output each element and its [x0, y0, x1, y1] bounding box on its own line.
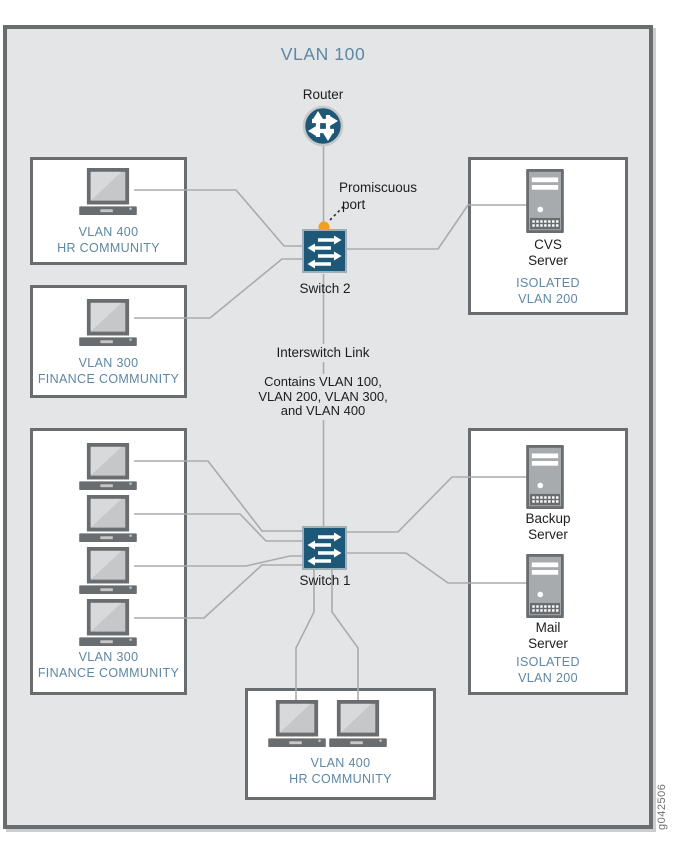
diagram-title: VLAN 100	[280, 44, 366, 64]
promiscuous-port-label: Promiscuous port	[339, 180, 418, 212]
computer-icon	[268, 700, 326, 748]
finance-bottom-group-label: VLAN 300 FINANCE COMMUNITY	[37, 650, 180, 680]
computer-icon	[79, 443, 137, 491]
hr-bottom-group-label: VLAN 400 HR COMMUNITY	[289, 756, 392, 786]
computer-icon	[329, 700, 387, 748]
mail-server-label: Mail Server	[528, 620, 568, 651]
computer-icon	[79, 299, 137, 347]
interswitch-link-label: Interswitch Link	[271, 344, 375, 362]
servers-isolated-vlan-label: ISOLATED VLAN 200	[516, 655, 580, 685]
computer-icon	[79, 547, 137, 595]
computer-icon	[79, 168, 137, 216]
cvs-isolated-vlan-label: ISOLATED VLAN 200	[516, 276, 580, 306]
cvs-server-label: CVS Server	[528, 237, 568, 268]
router-label: Router	[302, 87, 344, 102]
computer-icon	[79, 495, 137, 543]
finance-mid-group-label: VLAN 300 FINANCE COMMUNITY	[37, 356, 180, 386]
server-icon-backup	[526, 445, 564, 509]
interswitch-contains-label: Contains VLAN 100, VLAN 200, VLAN 300, a…	[253, 374, 393, 420]
server-icon-mail	[526, 554, 564, 618]
router-icon	[302, 105, 344, 147]
server-icon-cvs	[526, 169, 564, 233]
backup-server-label: Backup Server	[525, 511, 571, 542]
switch1-label: Switch 1	[299, 573, 351, 588]
computer-icon	[79, 599, 137, 647]
figure-number: g042506	[656, 783, 668, 830]
switch2-label: Switch 2	[299, 281, 351, 296]
switch2-icon	[302, 229, 347, 273]
hr-top-group-label: VLAN 400 HR COMMUNITY	[57, 225, 160, 255]
switch1-icon	[302, 526, 347, 570]
